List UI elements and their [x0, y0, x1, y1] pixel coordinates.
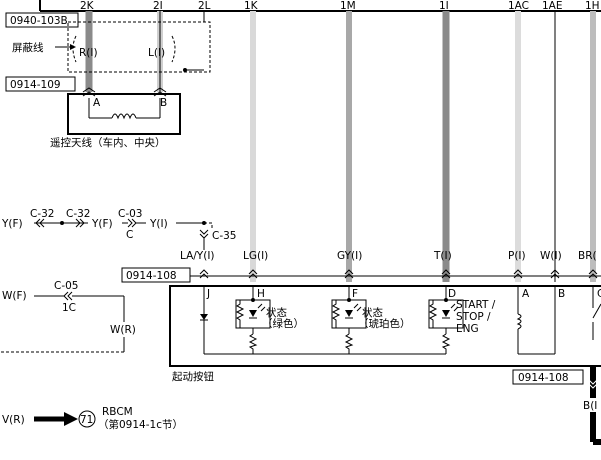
wire-label: LG(I) — [243, 250, 268, 262]
shield-label: 屏蔽线 — [12, 41, 44, 54]
shield-dashed-box — [67, 12, 211, 73]
rbcm-node-number: 71 — [80, 414, 93, 426]
top-pin-label: 1AC — [508, 0, 529, 12]
arrow-right-icon — [64, 412, 78, 426]
antenna-coil-icon — [111, 113, 137, 120]
led-green-label-1: 状态 — [266, 306, 287, 319]
w-circuit: C-05 W(F) 1C W(R) — [0, 280, 136, 353]
module-wire-labels: LA/Y(I) LG(I) GY(I) T(I) P(I) W(I) BR( — [180, 250, 597, 262]
module-pin-b: B — [558, 288, 565, 300]
module-pin-j: J — [206, 288, 210, 300]
top-pin-label: 2L — [198, 0, 211, 12]
resistor-icon — [428, 300, 438, 328]
label-yi: Y(I) — [149, 218, 168, 230]
shield-wire-l: L(I) — [148, 47, 165, 59]
ref-label-right: 0914-108 — [518, 372, 569, 384]
label-c35: C-35 — [212, 230, 236, 242]
wire-label: T(I) — [433, 250, 452, 262]
wire-label: BR( — [578, 250, 597, 262]
label-wr: W(R) — [110, 324, 136, 336]
ref-label-top: 0940-103B — [10, 15, 68, 27]
led-start-label-2: STOP / — [456, 311, 491, 323]
resistor-icon — [344, 333, 354, 354]
led-green-icon — [249, 310, 257, 317]
led-amber-label-2: （琥珀色） — [358, 317, 411, 330]
label-vr: V(R) — [2, 414, 25, 426]
antenna-pin-b: B — [160, 97, 167, 109]
label-c-letter: C — [126, 229, 133, 241]
top-pin-label: 1M — [340, 0, 356, 12]
ref-box-right: 0914-108 — [512, 369, 584, 385]
ref-box-top: 0940-103B — [5, 12, 79, 28]
module-connector-marks — [199, 269, 598, 279]
resistor-icon — [248, 333, 258, 354]
label-c32-a: C-32 — [30, 208, 54, 220]
module-pin-d: D — [448, 288, 456, 300]
connector-c03-icon — [127, 218, 137, 228]
wire-label: LA/Y(I) — [180, 250, 215, 262]
led-green-label-2: （绿色） — [262, 317, 304, 330]
right-bottom-wire-label: B(I — [583, 400, 597, 412]
label-yf-1: Y(F) — [1, 218, 23, 230]
module-name: 起动按钮 — [172, 370, 214, 383]
wire-label: P(I) — [508, 250, 526, 262]
led-amber-icon — [345, 310, 353, 317]
label-wf: W(F) — [2, 290, 27, 302]
ref-label-bus: 0914-108 — [126, 270, 177, 282]
label-c32-b: C-32 — [66, 208, 90, 220]
ref-box-bus: 0914-108 — [121, 267, 601, 283]
shield-label-group: 屏蔽线 — [12, 41, 76, 54]
module-pin-f: F — [352, 288, 358, 300]
top-pin-label: 2I — [153, 0, 163, 12]
top-pin-label: 1AE — [542, 0, 563, 12]
ref-box-antenna: 0914-109 — [5, 76, 76, 92]
top-pin-label: 2K — [80, 0, 95, 12]
antenna-pin-a: A — [93, 97, 101, 109]
module-pin-h: H — [257, 288, 265, 300]
top-connector-frame — [39, 0, 601, 12]
resistor-icon — [441, 333, 451, 354]
label-yf-2: Y(F) — [91, 218, 113, 230]
right-thick-wire — [588, 366, 601, 445]
connector-c32-icon — [35, 218, 45, 228]
top-pin-labels: 2K 2I 2L 1K 1M 1I 1AC 1AE 1H — [80, 0, 600, 12]
switch-coil-icon — [516, 313, 522, 330]
antenna-caption: 遥控天线（车内、中央） — [50, 136, 166, 149]
module-pin-c: C — [597, 288, 601, 300]
led-amber-label-1: 状态 — [362, 306, 383, 319]
led-start-label-1: START / — [456, 299, 496, 311]
start-button-module: J H F D A B C 状态 （绿色） 状态 （琥珀色） — [169, 285, 601, 367]
resistor-icon — [235, 300, 245, 328]
top-pin-label: 1I — [439, 0, 449, 12]
rbcm-reference: V(R) 71 RBCM （第0914-1c节） — [2, 406, 183, 431]
label-1c: 1C — [62, 302, 76, 314]
shield-wire-r: R(I) — [79, 47, 98, 59]
shield-inner-dashed — [72, 35, 176, 63]
diode-icon — [200, 314, 208, 320]
led-start-label-3: ENG — [456, 323, 479, 335]
wire-label: W(I) — [540, 250, 562, 262]
ref-label-antenna: 0914-109 — [10, 79, 61, 91]
label-c05: C-05 — [54, 280, 78, 292]
antenna-box: A B — [67, 93, 181, 135]
rbcm-section: （第0914-1c节） — [98, 418, 183, 431]
resistor-icon — [331, 300, 341, 328]
rbcm-title: RBCM — [102, 406, 133, 418]
connector-c05-icon — [63, 291, 73, 301]
led-start-icon — [442, 310, 450, 317]
wire-label: GY(I) — [337, 250, 362, 262]
left-y-circuit: Y(F) C-32 C-32 C-03 Y(F) Y(I) C C-35 — [1, 208, 236, 250]
module-pin-a: A — [522, 288, 530, 300]
top-pin-label: 1K — [244, 0, 259, 12]
top-pin-label: 1H — [585, 0, 600, 12]
label-c03: C-03 — [118, 208, 142, 220]
